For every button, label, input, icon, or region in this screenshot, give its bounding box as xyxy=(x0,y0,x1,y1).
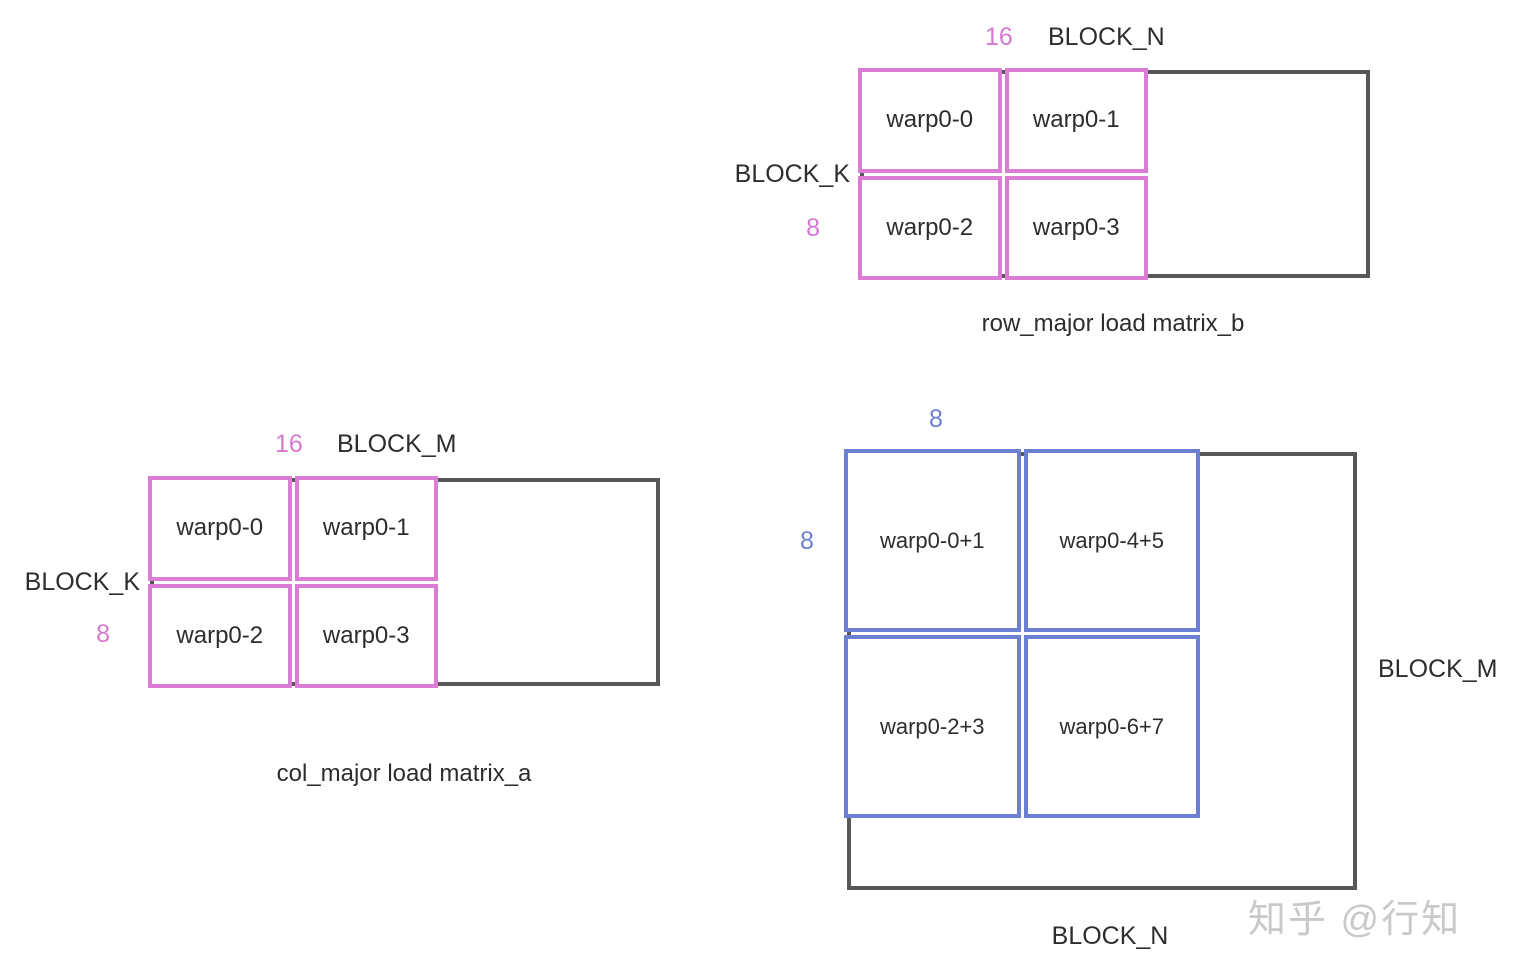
warp-cell: warp0-0+1 xyxy=(844,449,1021,632)
matrix-a-side-label: BLOCK_K xyxy=(24,568,140,596)
warp-cell: warp0-4+5 xyxy=(1023,449,1200,632)
matrix-b-warp-grid: warp0-0 warp0-1 warp0-2 warp0-3 xyxy=(858,68,1148,280)
matrix-b-dim-value: 16 xyxy=(985,23,1013,51)
matrix-c-side-value: 8 xyxy=(800,527,814,555)
matrix-a-side-value: 8 xyxy=(96,620,110,648)
warp-cell: warp0-2+3 xyxy=(844,635,1021,818)
matrix-b-caption: row_major load matrix_b xyxy=(981,310,1245,337)
matrix-a-warp-grid: warp0-0 warp0-1 warp0-2 warp0-3 xyxy=(148,476,438,688)
matrix-c-right-label: BLOCK_M xyxy=(1378,655,1498,683)
matrix-a-caption: col_major load matrix_a xyxy=(276,760,532,787)
warp-cell: warp0-3 xyxy=(294,583,438,688)
warp-cell: warp0-0 xyxy=(858,68,1002,173)
watermark: 知乎 @行知 xyxy=(1248,899,1462,941)
matrix-c-bottom-label: BLOCK_N xyxy=(1051,922,1169,950)
warp-cell: warp0-6+7 xyxy=(1023,635,1200,818)
matrix-c-top-value: 8 xyxy=(929,405,943,433)
matrix-a-dim-label: BLOCK_M xyxy=(337,430,457,458)
warp-cell: warp0-1 xyxy=(1004,68,1148,173)
matrix-b-side-value: 8 xyxy=(806,214,820,242)
matrix-a-dim-value: 16 xyxy=(275,430,303,458)
warp-cell: warp0-1 xyxy=(294,476,438,581)
warp-cell: warp0-3 xyxy=(1004,175,1148,280)
matrix-b-dim-label: BLOCK_N xyxy=(1048,23,1165,51)
matrix-c-warp-grid: warp0-0+1 warp0-4+5 warp0-2+3 warp0-6+7 xyxy=(844,449,1200,818)
warp-cell: warp0-2 xyxy=(858,175,1002,280)
matrix-b-side-label: BLOCK_K xyxy=(734,160,850,188)
warp-cell: warp0-2 xyxy=(148,583,292,688)
warp-cell: warp0-0 xyxy=(148,476,292,581)
